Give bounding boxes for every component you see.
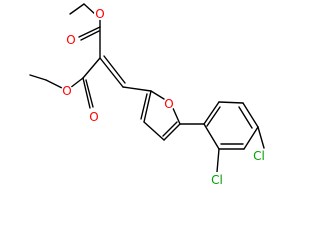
bond-ethyl-left-2 [29, 74, 47, 81]
bond-carbonyl-left-a [82, 77, 91, 109]
bond-carbonyl-top-b [80, 30, 100, 41]
atom-label: O [62, 84, 71, 98]
bond-furan-oc2 [150, 90, 165, 100]
atom-o-left-ester: O [61, 84, 73, 98]
bond-ethyl-top-2 [83, 3, 97, 16]
atom-o-top-carbonyl: O [64, 33, 78, 47]
bond-carbonyl-left-b [85, 79, 94, 108]
bond-ph-1b [206, 106, 221, 127]
bond-furan-c2c3-a [143, 90, 152, 123]
atom-o-top-ester: O [94, 7, 106, 21]
bond-oester-left [69, 77, 84, 89]
bond-alkene-a [99, 57, 124, 88]
bond-cl-ortho [216, 148, 220, 173]
bond-furan-c5o [171, 105, 181, 125]
bond-cl-para [257, 126, 265, 149]
bond-c-left [82, 57, 101, 79]
molecule-diagram: O O O O O Cl Cl [29, 3, 270, 187]
bond-furan-c4c5-b [162, 121, 178, 137]
atom-label: Cl [211, 173, 223, 187]
bond-ph-3 [242, 102, 259, 128]
bond-carbonyl-top-a [78, 26, 101, 38]
bond-furan-c2c3-b [140, 93, 148, 120]
atom-label: O [66, 33, 75, 47]
bond-ph-2 [218, 101, 244, 104]
bond-ethyl-left-1 [45, 79, 63, 89]
atom-label: O [95, 7, 104, 21]
atom-cl-para: Cl [248, 149, 270, 163]
bond-alkene-b [103, 55, 126, 84]
bond-ph-1 [203, 101, 220, 125]
atom-label: Cl [253, 149, 265, 163]
bond-furan-c4c5-a [163, 123, 181, 141]
atom-o-furan: O [163, 97, 175, 111]
atom-o-left-carbonyl: O [88, 110, 100, 124]
atom-label: O [89, 110, 98, 124]
bond-ph-3b [238, 106, 253, 129]
structure-drawing: O O O O O Cl Cl [29, 3, 270, 187]
bond-furan-c3c4 [143, 121, 165, 141]
atom-label: O [164, 97, 173, 111]
bond-lines [29, 3, 265, 173]
bond-vinyl-furan [122, 86, 152, 92]
bond-ph-6 [203, 123, 220, 150]
atom-cl-ortho: Cl [206, 172, 228, 187]
bond-ethyl-top-1 [69, 3, 85, 15]
bond-ph-4 [243, 126, 259, 150]
